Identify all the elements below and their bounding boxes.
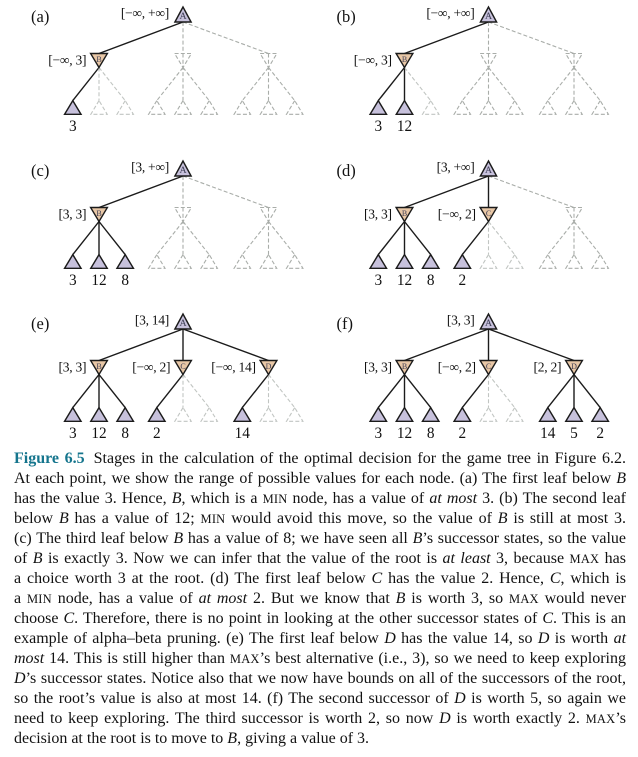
svg-text:(f): (f) <box>337 314 353 333</box>
svg-text:[−∞, 3]: [−∞, 3] <box>354 53 392 68</box>
svg-text:[−∞, +∞]: [−∞, +∞] <box>121 6 169 21</box>
svg-text:3: 3 <box>69 272 77 289</box>
svg-text:C: C <box>180 362 185 371</box>
svg-text:2: 2 <box>596 425 604 442</box>
svg-text:12: 12 <box>397 272 412 289</box>
svg-text:12: 12 <box>91 272 106 289</box>
svg-text:[−∞, 3]: [−∞, 3] <box>48 53 86 68</box>
svg-text:8: 8 <box>427 272 435 289</box>
svg-text:(e): (e) <box>31 314 49 333</box>
svg-text:A: A <box>179 11 186 22</box>
svg-text:14: 14 <box>235 425 251 442</box>
svg-text:[3, 3]: [3, 3] <box>59 207 87 222</box>
svg-text:[3, +∞]: [3, +∞] <box>131 160 169 175</box>
svg-text:A: A <box>485 318 492 329</box>
svg-text:3: 3 <box>374 425 382 442</box>
svg-text:3: 3 <box>374 118 382 135</box>
svg-text:12: 12 <box>397 118 412 135</box>
svg-text:14: 14 <box>540 425 556 442</box>
svg-text:[−∞, 2]: [−∞, 2] <box>132 360 170 375</box>
svg-text:B: B <box>96 362 101 371</box>
svg-text:[3, 3]: [3, 3] <box>364 360 392 375</box>
svg-text:2: 2 <box>458 272 466 289</box>
svg-text:(c): (c) <box>31 161 49 180</box>
svg-text:[3, 14]: [3, 14] <box>135 313 169 328</box>
svg-text:B: B <box>96 55 101 64</box>
svg-text:3: 3 <box>69 118 77 135</box>
svg-text:D: D <box>266 362 272 371</box>
svg-text:5: 5 <box>570 425 578 442</box>
svg-text:3: 3 <box>69 425 77 442</box>
svg-text:2: 2 <box>153 425 161 442</box>
svg-text:[−∞, 14]: [−∞, 14] <box>211 360 255 375</box>
svg-text:C: C <box>486 362 491 371</box>
svg-text:2: 2 <box>458 425 466 442</box>
svg-text:[3, 3]: [3, 3] <box>364 207 392 222</box>
svg-text:(b): (b) <box>337 7 356 26</box>
svg-text:[2, 2]: [2, 2] <box>534 360 562 375</box>
svg-text:A: A <box>485 165 492 176</box>
svg-text:B: B <box>402 362 407 371</box>
svg-text:B: B <box>96 209 101 218</box>
svg-text:[−∞, 2]: [−∞, 2] <box>438 207 476 222</box>
svg-text:(d): (d) <box>337 161 356 180</box>
svg-text:8: 8 <box>121 272 129 289</box>
svg-text:8: 8 <box>427 425 435 442</box>
svg-text:3: 3 <box>374 272 382 289</box>
svg-text:A: A <box>179 165 186 176</box>
svg-text:A: A <box>179 318 186 329</box>
svg-text:(a): (a) <box>31 7 49 26</box>
svg-text:[3, 3]: [3, 3] <box>59 360 87 375</box>
svg-text:D: D <box>571 362 577 371</box>
svg-text:8: 8 <box>121 425 129 442</box>
svg-text:[3, 3]: [3, 3] <box>447 313 475 328</box>
svg-text:[3, +∞]: [3, +∞] <box>437 160 475 175</box>
svg-text:12: 12 <box>91 425 106 442</box>
svg-text:B: B <box>402 209 407 218</box>
svg-text:B: B <box>402 55 407 64</box>
svg-text:12: 12 <box>397 425 412 442</box>
svg-text:C: C <box>486 209 491 218</box>
svg-text:[−∞, +∞]: [−∞, +∞] <box>426 6 474 21</box>
svg-text:A: A <box>485 11 492 22</box>
svg-text:[−∞, 2]: [−∞, 2] <box>438 360 476 375</box>
